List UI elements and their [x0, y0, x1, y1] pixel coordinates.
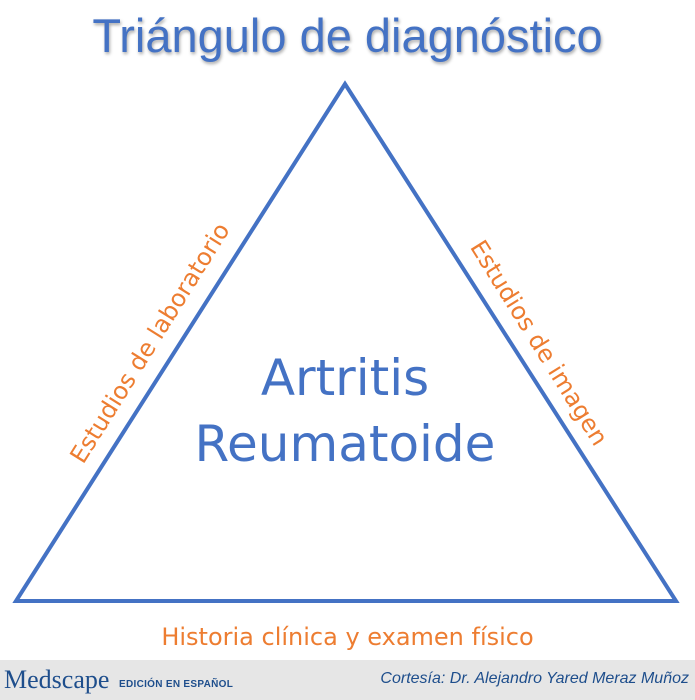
brand-logo: Medscape	[4, 665, 110, 694]
brand-edition: EDICIÓN EN ESPAÑOL	[119, 679, 234, 690]
credit-text: Cortesía: Dr. Alejandro Yared Meraz Muño…	[380, 670, 689, 687]
footer-bar: Medscape EDICIÓN EN ESPAÑOL Cortesía: Dr…	[0, 660, 695, 700]
center-label: Artritis Reumatoide	[170, 345, 520, 477]
base-label: Historia clínica y examen físico	[161, 623, 534, 651]
center-label-line1: Artritis	[260, 349, 430, 407]
page-title: Triángulo de diagnóstico	[92, 9, 603, 62]
triangle-outline	[12, 80, 680, 603]
center-label-line2: Reumatoide	[194, 415, 496, 473]
